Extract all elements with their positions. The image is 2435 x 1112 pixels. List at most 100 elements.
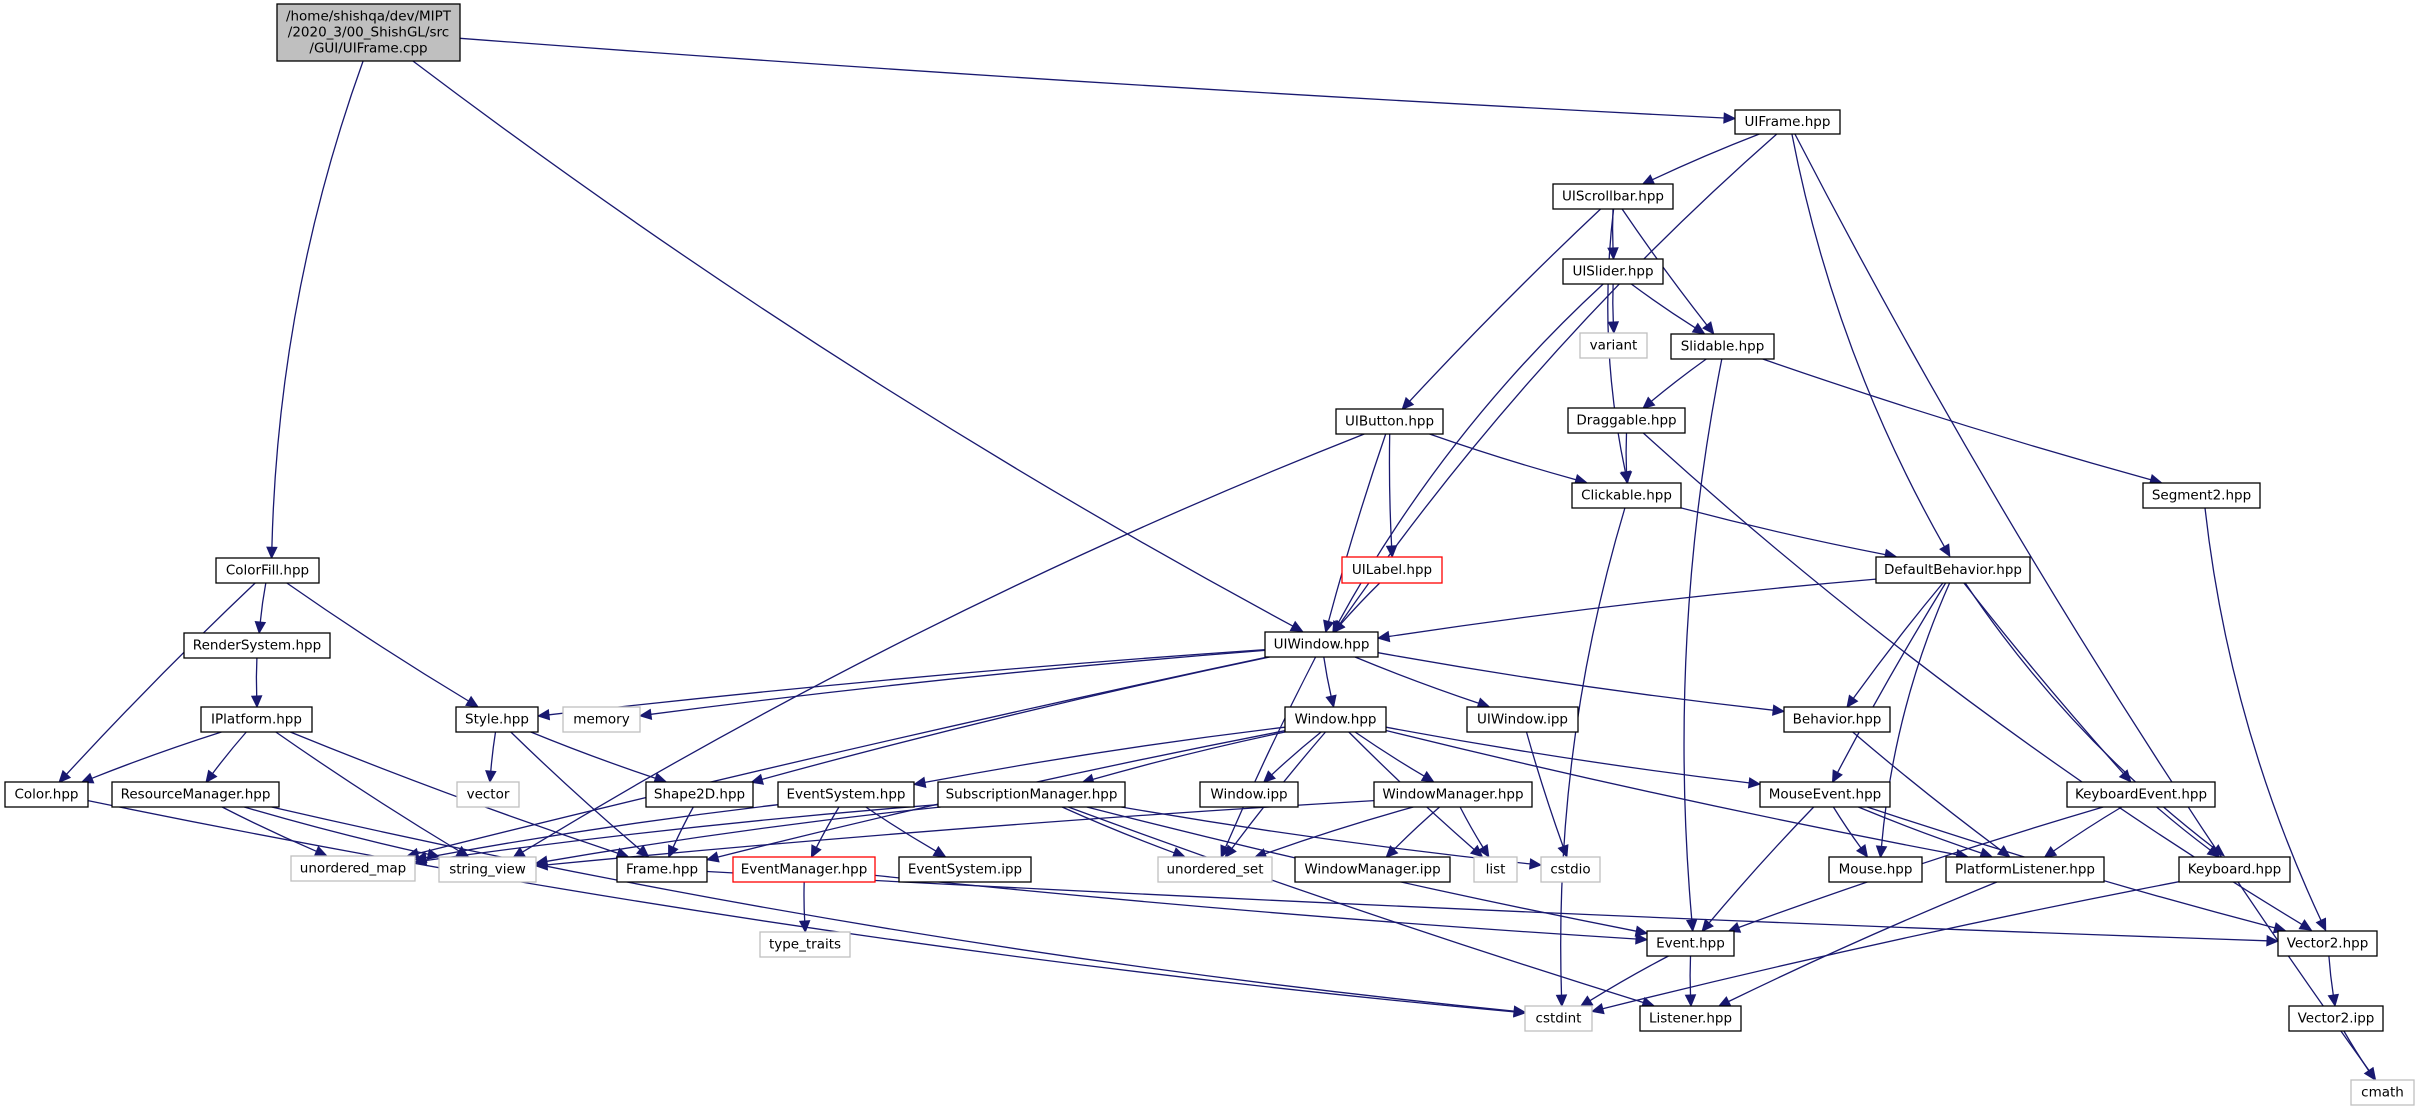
node-label: UISlider.hpp (1572, 264, 1653, 280)
node-list[interactable]: list (1473, 856, 1518, 883)
node-unordered-map[interactable]: unordered_map (290, 855, 416, 882)
node-subscriptionmanager-hpp[interactable]: SubscriptionManager.hpp (937, 781, 1126, 808)
node-slidable-hpp[interactable]: Slidable.hpp (1670, 333, 1775, 360)
node-behavior-hpp[interactable]: Behavior.hpp (1783, 706, 1891, 733)
edge-line (244, 806, 429, 855)
node-segment2-hpp[interactable]: Segment2.hpp (2142, 482, 2261, 509)
edge-line (1264, 806, 1414, 855)
edge-uiwindow-hpp-to-unordered-set (1220, 656, 1317, 859)
node-rendersystem-hpp[interactable]: RenderSystem.hpp (183, 632, 331, 659)
node-mouseevent-hpp[interactable]: MouseEvent.hpp (1759, 781, 1891, 808)
edge-line (1340, 582, 1381, 625)
node-listener-hpp[interactable]: Listener.hpp (1639, 1005, 1742, 1032)
node-eventmanager-hpp[interactable]: EventManager.hpp (732, 856, 876, 883)
edge-line (417, 656, 1268, 855)
node-uiscrollbar-hpp[interactable]: UIScrollbar.hpp (1552, 183, 1674, 210)
node-iplatform-hpp[interactable]: IPlatform.hpp (200, 706, 313, 733)
node-windowmanager-ipp[interactable]: WindowManager.ipp (1294, 856, 1451, 883)
edge-line (1794, 133, 2370, 1071)
edge-uilabel-hpp-to-uiwindow-hpp (1332, 582, 1381, 634)
arrowhead-icon (1171, 847, 1186, 859)
edge-segment2-hpp-to-vector2-hpp (2204, 507, 2327, 932)
edge-line (1092, 731, 1286, 781)
node-box (562, 706, 641, 733)
edge-line (2328, 955, 2334, 996)
node-box (616, 856, 708, 883)
node-cstdio[interactable]: cstdio (1540, 856, 1601, 883)
edge-line (803, 881, 806, 922)
node-label: RenderSystem.hpp (193, 638, 321, 654)
arrowhead-icon (1620, 471, 1633, 485)
node-eventsystem-hpp[interactable]: EventSystem.hpp (777, 781, 915, 808)
node-box (1670, 333, 1775, 360)
arrowhead-icon (1723, 112, 1737, 124)
node-platformlistener-hpp[interactable]: PlatformListener.hpp (1945, 856, 2105, 883)
node-shape2d-hpp[interactable]: Shape2D.hpp (645, 781, 754, 808)
edge-color-hpp-to-cstdint (87, 799, 1527, 1018)
edge-uiframe-hpp-to-uiscrollbar-hpp (1641, 133, 1760, 185)
node-window-hpp[interactable]: Window.hpp (1284, 706, 1387, 733)
node-label: Style.hpp (465, 712, 529, 728)
node-event-hpp[interactable]: Event.hpp (1646, 930, 1735, 957)
node-colorfill-hpp[interactable]: ColorFill.hpp (215, 557, 320, 584)
arrowhead-icon (1747, 777, 1762, 789)
arrowhead-icon (1701, 918, 1714, 933)
edge-slidable-hpp-to-event-hpp (1683, 358, 1723, 933)
node-uiframe-cpp-root[interactable]: /home/shishqa/dev/MIPT/2020_3/00_ShishGL… (276, 3, 461, 62)
node-uislider-hpp[interactable]: UISlider.hpp (1562, 258, 1664, 285)
node-eventsystem-ipp[interactable]: EventSystem.ipp (898, 856, 1032, 883)
edge-uislider-hpp-to-slidable-hpp (1630, 283, 1706, 335)
node-variant[interactable]: variant (1579, 332, 1648, 359)
node-mouse-hpp[interactable]: Mouse.hpp (1828, 856, 1923, 883)
node-color-hpp[interactable]: Color.hpp (4, 781, 89, 808)
node-label: cmath (2361, 1085, 2404, 1101)
edge-line (1068, 806, 1644, 1004)
edge-line (2343, 1030, 2370, 1072)
edge-line (815, 806, 840, 848)
node-clickable-hpp[interactable]: Clickable.hpp (1571, 482, 1682, 509)
node-box (456, 781, 520, 808)
node-unordered-set[interactable]: unordered_set (1157, 856, 1273, 883)
node-window-ipp[interactable]: Window.ipp (1199, 781, 1299, 808)
node-box (1567, 407, 1686, 434)
edge-line (255, 657, 258, 697)
node-box (1579, 332, 1648, 359)
node-frame-hpp[interactable]: Frame.hpp (616, 856, 708, 883)
node-string-view[interactable]: string_view (438, 856, 537, 883)
node-draggable-hpp[interactable]: Draggable.hpp (1567, 407, 1686, 434)
node-type-traits[interactable]: type_traits (759, 931, 851, 958)
edge-line (1650, 358, 1707, 402)
node-uiwindow-hpp[interactable]: UIWindow.hpp (1264, 631, 1379, 658)
edge-line (412, 60, 1294, 627)
node-memory[interactable]: memory (562, 706, 641, 733)
node-uilabel-hpp[interactable]: UILabel.hpp (1341, 556, 1443, 584)
node-resourcemanager-hpp[interactable]: ResourceManager.hpp (111, 781, 280, 808)
arrowhead-icon (2043, 845, 2058, 858)
node-keyboard-hpp[interactable]: Keyboard.hpp (2178, 856, 2291, 883)
node-windowmanager-hpp[interactable]: WindowManager.hpp (1373, 781, 1533, 808)
node-label: Slidable.hpp (1681, 339, 1765, 355)
node-box (1639, 1005, 1742, 1032)
arrowhead-icon (638, 708, 653, 721)
node-uiframe-hpp[interactable]: UIFrame.hpp (1734, 109, 1841, 135)
node-cstdint[interactable]: cstdint (1524, 1005, 1593, 1032)
node-uiwindow-ipp[interactable]: UIWindow.ipp (1466, 706, 1579, 733)
node-keyboardevent-hpp[interactable]: KeyboardEvent.hpp (2066, 781, 2216, 808)
node-label: Window.ipp (1210, 787, 1287, 803)
arrowhead-icon (668, 844, 679, 859)
node-box (1524, 1005, 1593, 1032)
node-vector2-hpp[interactable]: Vector2.hpp (2277, 930, 2378, 957)
node-vector[interactable]: vector (456, 781, 520, 808)
arrowhead-icon (1855, 844, 1869, 858)
node-cmath[interactable]: cmath (2350, 1079, 2415, 1106)
arrowhead-icon (413, 854, 428, 867)
node-vector2-ipp[interactable]: Vector2.ipp (2288, 1005, 2384, 1032)
node-label: /GUI/UIFrame.cpp (309, 41, 427, 57)
node-uibutton-hpp[interactable]: UIButton.hpp (1335, 408, 1444, 435)
node-style-hpp[interactable]: Style.hpp (455, 706, 539, 733)
edge-line (490, 731, 497, 772)
node-defaultbehavior-hpp[interactable]: DefaultBehavior.hpp (1875, 556, 2031, 584)
edge-line (548, 648, 1266, 716)
node-box (1341, 556, 1443, 584)
